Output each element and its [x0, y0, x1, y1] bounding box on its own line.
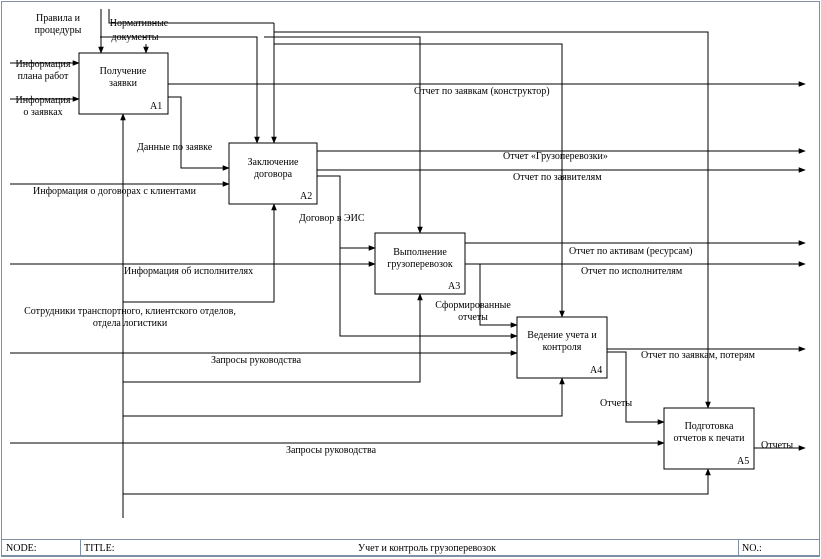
box-code: A5 [737, 456, 749, 467]
connectors [10, 9, 806, 518]
label-mgmt-requests-1: Запросы руководства [211, 355, 302, 366]
label-staff: отдела логистики [93, 318, 168, 329]
norms-arrow-a2 [100, 36, 260, 144]
label-report-executors: Отчет по исполнителям [581, 266, 683, 277]
label-rules: процедуры [35, 25, 82, 36]
box-title-line: заявки [109, 78, 138, 89]
box-title-line: Подготовка [685, 421, 734, 432]
label-report-constructor: Отчет по заявкам (конструктор) [414, 86, 550, 97]
label-report-gruz: Отчет «Грузоперевозки» [503, 151, 608, 162]
box-code: A2 [300, 191, 312, 202]
box-code: A1 [150, 101, 162, 112]
label-info-plan: плана работ [18, 71, 69, 82]
rules-branch [108, 9, 274, 24]
contract-eis-arrow-a4 [339, 248, 518, 339]
activity-box-a1: Получение заявки A1 [78, 52, 169, 115]
control-arrow-a5 [274, 31, 711, 409]
arrow-labels: Правила и процедуры Нормативные документ… [16, 13, 794, 456]
activity-box-a3: Выполнение грузоперевозок A3 [374, 232, 466, 295]
box-title-line: договора [254, 169, 293, 180]
reports-arrow-a5 [607, 351, 665, 425]
footer-no-label: NO.: [742, 543, 762, 554]
box-title-line: грузоперевозок [387, 259, 453, 270]
label-reports: Отчеты [600, 398, 632, 409]
label-formed-reports: Сформированные [435, 300, 511, 311]
activity-box-a5: Подготовка отчетов к печати A5 [663, 407, 755, 470]
box-title-line: Заключение [248, 157, 300, 168]
label-report-losses: Отчет по заявкам, потерям [641, 350, 756, 361]
label-mgmt-requests-2: Запросы руководства [286, 445, 377, 456]
activity-box-a4: Ведение учета и контроля A4 [516, 316, 608, 379]
label-contracts-info: Информация о договорах с клиентами [33, 186, 197, 197]
box-title-line: Выполнение [393, 247, 447, 258]
label-staff: Сотрудники транспортного, клиентского от… [24, 306, 236, 317]
footer-node-label: NODE: [6, 543, 37, 554]
box-title-line: Ведение учета и [527, 330, 597, 341]
label-reports-out: Отчеты [761, 440, 793, 451]
label-info-orders: Информация [16, 95, 71, 106]
control-arrow-a4 [274, 43, 565, 318]
label-formed-reports: отчеты [458, 312, 488, 323]
staff-arrow-a5 [123, 468, 711, 495]
footer-title: Учет и контроль грузоперевозок [358, 543, 496, 554]
label-order-data: Данные по заявке [137, 142, 213, 153]
footer: NODE: TITLE: Учет и контроль грузоперево… [1, 539, 820, 556]
contract-eis-arrow-a3 [317, 175, 376, 251]
label-contract-eis: Договор в ЭИС [299, 213, 365, 224]
formed-reports-arrow [479, 264, 518, 328]
label-report-applicants: Отчет по заявителям [513, 172, 602, 183]
box-code: A4 [590, 365, 602, 376]
staff-arrow-a4 [123, 377, 565, 417]
footer-title-label: TITLE: [84, 543, 115, 554]
box-title-line: Получение [100, 66, 147, 77]
order-data-arrow [168, 96, 230, 171]
staff-arrow-a3 [123, 293, 423, 383]
box-title-line: отчетов к печати [674, 433, 746, 444]
label-info-orders: о заявках [23, 107, 62, 118]
staff-arrow-a2 [123, 203, 277, 303]
label-report-assets: Отчет по активам (ресурсам) [569, 246, 693, 257]
label-rules: Правила и [36, 13, 81, 24]
label-executors-info: Информация об исполнителях [124, 266, 253, 277]
box-code: A3 [448, 281, 460, 292]
label-norms: документы [112, 32, 159, 43]
activity-box-a2: Заключение договора A2 [228, 142, 318, 205]
label-info-plan: Информация [16, 59, 71, 70]
box-title-line: контроля [543, 342, 582, 353]
control-arrow-a3 [264, 36, 423, 234]
label-norms: Нормативные [110, 18, 169, 29]
